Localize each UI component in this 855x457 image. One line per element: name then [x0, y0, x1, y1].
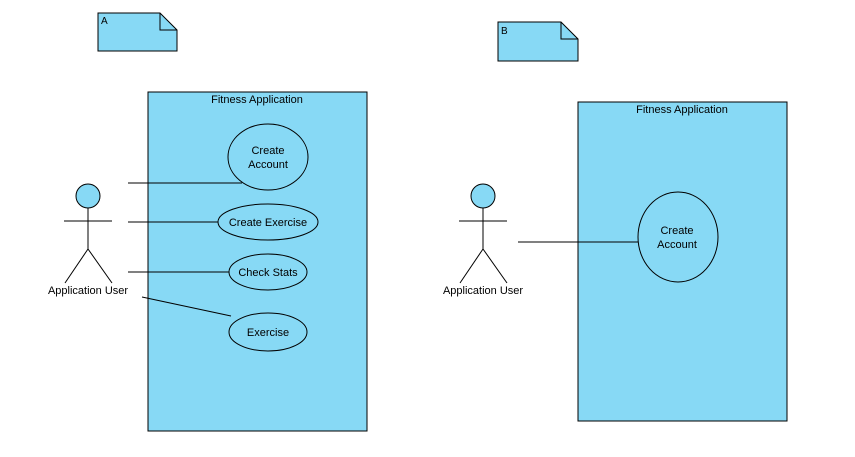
diagram-b: B Fitness Application Create Account App…	[443, 21, 788, 422]
use-case-create-account-b-line1: Create	[660, 225, 693, 237]
system-title-b: Fitness Application	[636, 104, 728, 116]
use-case-create-exercise[interactable]: Create Exercise	[217, 203, 319, 241]
use-case-check-stats[interactable]: Check Stats	[228, 253, 308, 291]
actor-b-left-leg	[459, 248, 484, 284]
note-a[interactable]: A	[97, 12, 178, 52]
actor-b-head	[470, 183, 496, 209]
actor-b[interactable]: Application User	[443, 183, 523, 297]
use-case-create-exercise-label: Create Exercise	[229, 217, 307, 229]
system-title-a: Fitness Application	[211, 94, 303, 106]
association-exercise	[141, 296, 232, 317]
actor-a-left-leg	[64, 248, 89, 284]
use-case-create-account-a[interactable]: Create Account	[227, 123, 309, 191]
actor-a-head	[75, 183, 101, 209]
use-case-check-stats-label: Check Stats	[238, 267, 298, 279]
note-b-label: B	[501, 26, 508, 37]
actor-a[interactable]: Application User	[48, 183, 128, 297]
use-case-create-account-b[interactable]: Create Account	[637, 191, 719, 283]
diagram-a: A Fitness Application Create Account Cre…	[48, 12, 368, 432]
actor-a-label: Application User	[48, 285, 128, 297]
use-case-create-account-b-line2: Account	[657, 239, 697, 251]
use-case-exercise-label: Exercise	[247, 327, 289, 339]
note-b[interactable]: B	[497, 21, 579, 62]
use-case-create-account-a-line2: Account	[248, 159, 288, 171]
actor-a-right-leg	[87, 248, 113, 284]
note-a-label: A	[101, 16, 108, 27]
system-boundary-b[interactable]: Fitness Application	[577, 101, 788, 422]
actor-b-label: Application User	[443, 285, 523, 297]
actor-b-right-leg	[482, 248, 508, 284]
use-case-create-account-a-line1: Create	[251, 145, 284, 157]
use-case-exercise[interactable]: Exercise	[228, 312, 308, 352]
